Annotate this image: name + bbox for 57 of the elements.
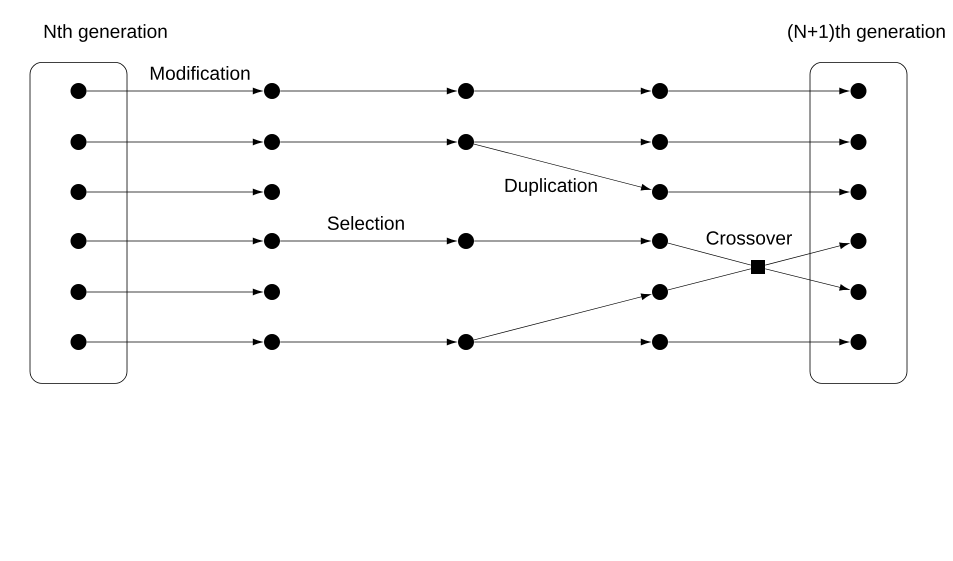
arrow (86, 288, 262, 296)
dot (70, 233, 86, 249)
dot (652, 334, 668, 350)
dot (264, 134, 280, 150)
arrow (668, 338, 849, 346)
dot (264, 284, 280, 300)
dot (458, 334, 474, 350)
arrow (280, 138, 456, 146)
arrow (474, 338, 650, 346)
arrow (86, 188, 262, 196)
arrow (86, 88, 262, 94)
dot (850, 134, 866, 150)
dot (652, 134, 668, 150)
arrow (474, 238, 650, 244)
dot (850, 233, 866, 249)
arrow (764, 242, 850, 266)
dot (264, 233, 280, 249)
dot (458, 134, 474, 150)
dot (458, 83, 474, 99)
crossover-label: Crossover (704, 230, 794, 246)
dot (70, 83, 86, 99)
dot (70, 334, 86, 350)
arrow (668, 138, 849, 146)
edge-label: Modification (148, 65, 252, 81)
dot (850, 83, 866, 99)
arrow (86, 138, 262, 146)
dot (70, 184, 86, 200)
arrow (280, 238, 456, 244)
arrow (764, 268, 850, 291)
arrow (474, 294, 651, 340)
arrow (668, 188, 849, 196)
arrow (280, 88, 456, 94)
arrow (474, 138, 650, 146)
dot (850, 184, 866, 200)
dot (264, 184, 280, 200)
arrow (474, 144, 651, 190)
arrow (86, 338, 262, 346)
dot (652, 184, 668, 200)
dot (264, 334, 280, 350)
crossover-square (751, 260, 765, 274)
dot (652, 284, 668, 300)
dot (70, 134, 86, 150)
dot (652, 233, 668, 249)
dot (652, 83, 668, 99)
arrow (668, 88, 849, 94)
arrow (474, 88, 650, 94)
dot (850, 334, 866, 350)
dot (264, 83, 280, 99)
arrow (280, 338, 456, 346)
edge-label: Duplication (503, 177, 599, 197)
dot (70, 284, 86, 300)
dot (458, 233, 474, 249)
arrow (86, 238, 262, 244)
edge-label: Selection (326, 215, 406, 231)
dot (850, 284, 866, 300)
generation-label: Nth generation (44, 24, 167, 42)
generation-label: (N+1)th generation (788, 24, 945, 42)
